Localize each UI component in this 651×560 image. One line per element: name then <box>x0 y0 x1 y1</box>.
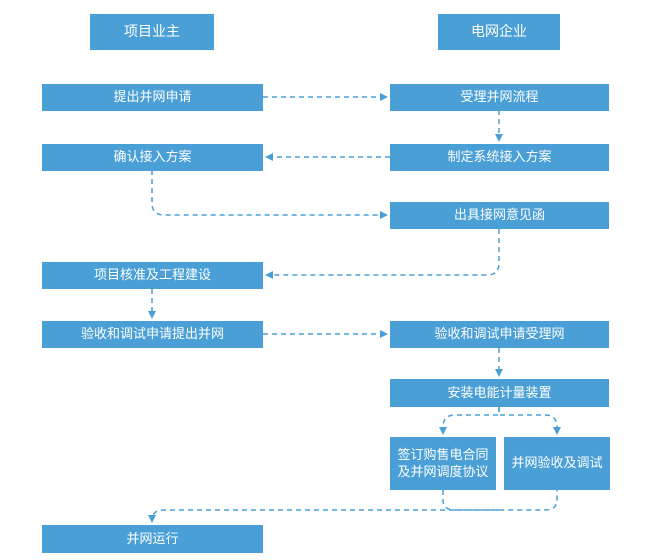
header-grid-company: 电网企业 <box>438 14 560 50</box>
step-apply-grid-connection: 提出并网申请 <box>42 84 263 111</box>
header-project-owner: 项目业主 <box>90 14 214 50</box>
step-sign-contracts-line1: 签订购售电合同 <box>397 447 489 463</box>
step-request-acceptance-test: 验收和调试申请提出并网 <box>42 321 263 348</box>
step-approval-and-construction: 项目核准及工程建设 <box>42 262 263 289</box>
arrow-opinion-to-build <box>265 229 500 279</box>
step-install-metering: 安装电能计量装置 <box>390 379 609 407</box>
arrow-confirm-to-opinion <box>151 170 388 219</box>
step-grid-operation: 并网运行 <box>42 525 263 553</box>
step-accept-acceptance-test: 验收和调试申请受理网 <box>390 321 609 348</box>
step-issue-opinion-letter: 出具接网意见函 <box>390 202 609 229</box>
arrow-meter-to-contract <box>439 407 500 435</box>
arrow-meter-to-gridtest <box>498 407 561 435</box>
step-grid-acceptance-test: 并网验收及调试 <box>504 437 610 490</box>
step-sign-contracts: 签订购售电合同 及并网调度协议 <box>390 437 496 490</box>
step-confirm-plan: 确认接入方案 <box>42 144 263 171</box>
step-accept-process: 受理并网流程 <box>390 84 609 111</box>
arrow-merge-to-operation <box>152 490 558 521</box>
step-sign-contracts-line2: 及并网调度协议 <box>397 464 489 480</box>
step-draft-access-plan: 制定系统接入方案 <box>390 144 609 171</box>
